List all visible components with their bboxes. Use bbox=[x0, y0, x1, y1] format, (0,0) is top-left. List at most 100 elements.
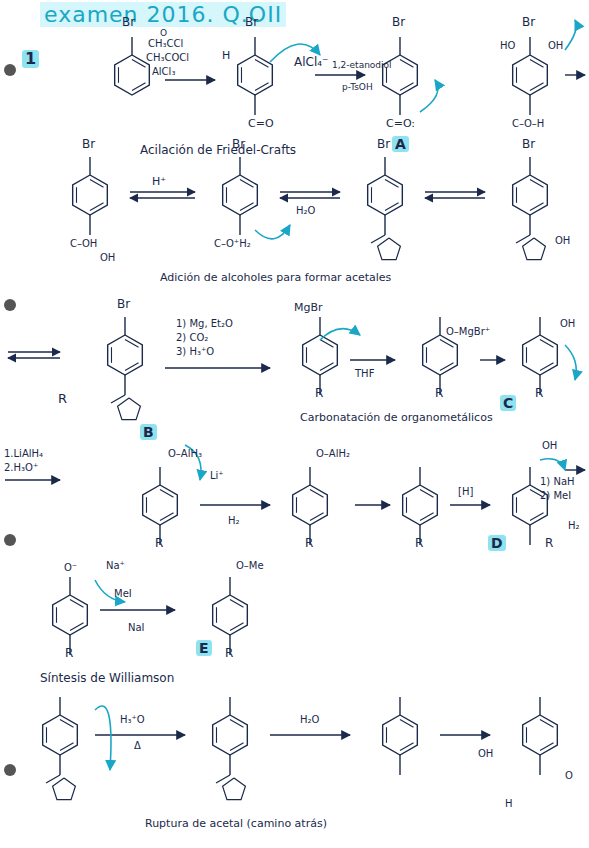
reaction-arrow bbox=[5, 479, 60, 480]
chem-label: 1.LiAlH₄ bbox=[4, 448, 43, 460]
chem-label: H₂ bbox=[568, 520, 580, 532]
mechanism-arrow bbox=[540, 459, 565, 470]
chem-label: MgBr bbox=[294, 302, 323, 315]
benzene-ring bbox=[383, 697, 418, 775]
chem-label: R bbox=[435, 387, 443, 401]
chem-label: Br bbox=[245, 16, 258, 30]
chem-label: THF bbox=[355, 368, 374, 380]
benzene-ring bbox=[523, 317, 558, 395]
chem-label: 2) MeI bbox=[540, 490, 571, 502]
chem-label: Br bbox=[122, 16, 135, 30]
chem-label: 1) Mg, Et₂O bbox=[176, 318, 233, 330]
mechanism-arrow bbox=[420, 80, 438, 112]
chem-label: OH bbox=[478, 748, 493, 760]
chem-label: Br bbox=[82, 138, 95, 152]
chem-label: p-TsOH bbox=[342, 82, 373, 92]
chem-label: Br bbox=[392, 16, 405, 30]
chem-label: R bbox=[415, 537, 423, 551]
benzene-ring bbox=[73, 157, 108, 235]
reaction-arrow bbox=[100, 609, 175, 610]
chem-label: Br bbox=[232, 138, 245, 152]
chem-label: O bbox=[160, 28, 167, 38]
mechanism-arrow bbox=[255, 225, 290, 239]
chem-label: AlCl₄⁻ bbox=[294, 56, 328, 70]
chem-label: O bbox=[565, 770, 573, 782]
benzene-ring bbox=[108, 317, 143, 420]
chem-label: R bbox=[535, 387, 543, 401]
equilibrium-arrow bbox=[8, 357, 60, 358]
equilibrium-arrow bbox=[280, 191, 340, 192]
chem-label: Δ bbox=[134, 740, 141, 752]
chem-label: O–AlH₃ bbox=[168, 448, 202, 460]
benzene-ring bbox=[403, 467, 438, 545]
benzene-ring bbox=[293, 467, 328, 545]
reaction-arrow bbox=[315, 74, 365, 75]
benzene-ring bbox=[213, 577, 248, 655]
chem-label: OH bbox=[548, 40, 563, 52]
reaction-arrow bbox=[200, 504, 270, 505]
chem-label: OH bbox=[555, 235, 570, 247]
chem-label: Br bbox=[377, 138, 390, 152]
chem-label: R bbox=[65, 647, 73, 661]
benzene-ring bbox=[115, 37, 150, 95]
benzene-ring bbox=[213, 697, 248, 800]
compound-letter: 1 bbox=[22, 50, 39, 68]
chem-label: Síntesis de Williamson bbox=[40, 672, 174, 686]
chem-label: CH₃COCl bbox=[146, 52, 189, 64]
equilibrium-arrow bbox=[425, 191, 485, 192]
compound-letter: A bbox=[392, 136, 409, 152]
chem-label: R bbox=[305, 537, 313, 551]
chem-label: Br bbox=[117, 298, 130, 312]
mechanism-arrow bbox=[95, 706, 111, 770]
benzene-ring bbox=[303, 317, 338, 395]
benzene-ring bbox=[513, 37, 548, 115]
chem-label: 3) H₃⁺O bbox=[176, 346, 214, 358]
benzene-ring bbox=[238, 37, 273, 115]
benzene-ring bbox=[383, 37, 418, 115]
chem-label: MeI bbox=[114, 588, 132, 600]
chem-label: H bbox=[505, 798, 513, 810]
chem-label: O–Me bbox=[236, 560, 264, 572]
benzene-ring bbox=[513, 157, 548, 260]
reaction-arrow bbox=[565, 469, 585, 470]
punch-hole bbox=[4, 64, 16, 76]
reaction-arrow bbox=[480, 359, 505, 360]
chem-label: CH₃CCl bbox=[148, 38, 183, 50]
chem-label: Carbonatación de organometálicos bbox=[300, 412, 493, 425]
mechanism-arrow bbox=[565, 20, 576, 50]
chem-label: Na⁺ bbox=[106, 560, 125, 572]
chem-label: R bbox=[225, 647, 233, 661]
chem-label: H⁺ bbox=[152, 176, 166, 189]
benzene-ring bbox=[523, 697, 558, 775]
chem-label: Br bbox=[522, 138, 535, 152]
benzene-ring bbox=[143, 467, 178, 545]
chem-label: Acilación de Friedel-Crafts bbox=[140, 144, 296, 158]
reaction-arrow bbox=[350, 359, 395, 360]
benzene-ring bbox=[43, 697, 78, 800]
chem-label: OH bbox=[100, 252, 115, 264]
chem-label: R bbox=[545, 537, 553, 551]
compound-letter: B bbox=[140, 424, 157, 440]
compound-letter: D bbox=[488, 535, 506, 551]
chem-label: NaI bbox=[128, 622, 145, 634]
punch-hole bbox=[4, 299, 16, 311]
mechanism-arrow bbox=[565, 345, 576, 380]
chem-label: O⁻ bbox=[64, 562, 77, 574]
chem-label: 2) CO₂ bbox=[176, 332, 208, 344]
chem-label: O–MgBr⁺ bbox=[446, 326, 490, 338]
punch-hole bbox=[4, 764, 16, 776]
chem-label: H₂ bbox=[228, 515, 240, 527]
chem-label: AlCl₃ bbox=[152, 66, 175, 78]
mechanism-arrow bbox=[320, 329, 360, 340]
chem-label: 1) NaH bbox=[540, 476, 575, 488]
chem-label: Ruptura de acetal (camino atrás) bbox=[145, 818, 327, 831]
reaction-arrow bbox=[450, 504, 490, 505]
chem-label: 1,2-etanodiol bbox=[332, 60, 392, 70]
reaction-arrow bbox=[270, 734, 350, 735]
chem-label: H₂O bbox=[296, 205, 315, 217]
chem-label: OH bbox=[560, 318, 575, 330]
chem-label: Br bbox=[522, 16, 535, 30]
chem-label: O–AlH₂ bbox=[316, 448, 350, 460]
